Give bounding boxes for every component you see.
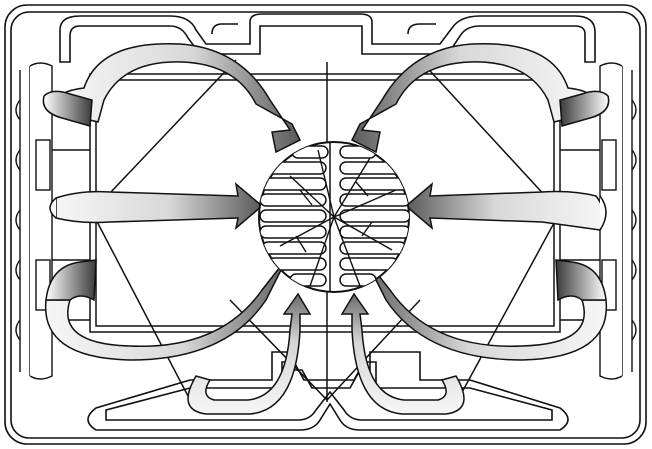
convection-fan-grille: [259, 142, 410, 292]
